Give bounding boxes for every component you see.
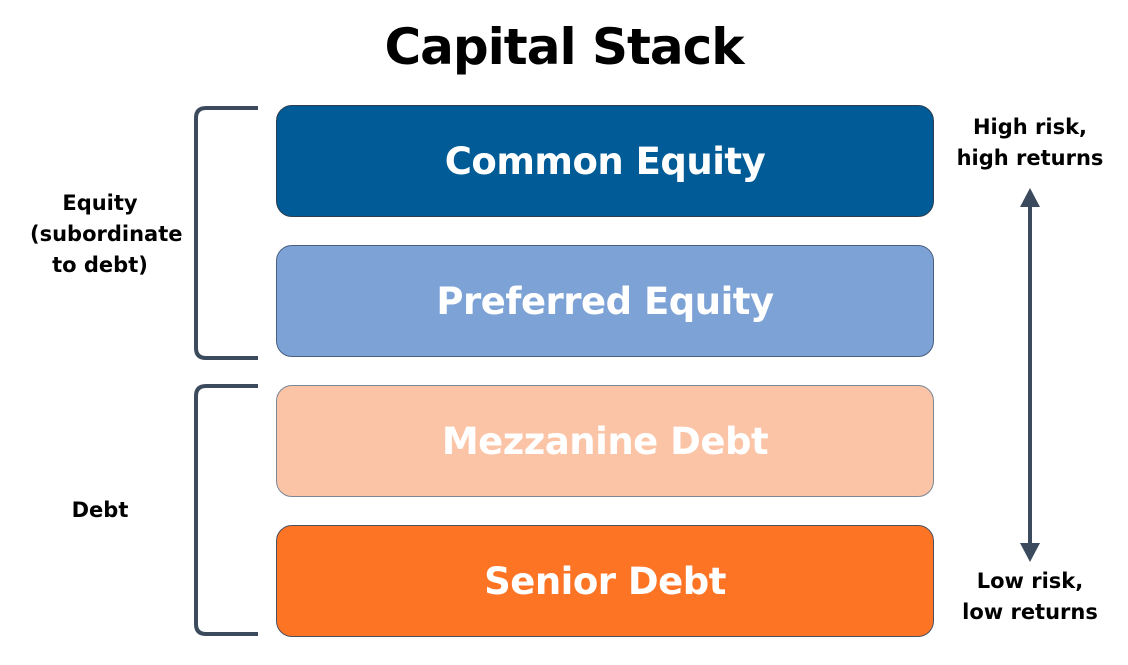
layer-label: Senior Debt (484, 559, 726, 603)
high-risk-label: High risk, high returns (945, 112, 1115, 174)
diagram-title: Capital Stack (384, 18, 744, 76)
layer-senior-debt: Senior Debt (276, 525, 934, 637)
layer-preferred-equity: Preferred Equity (276, 245, 934, 357)
high-risk-line2: high returns (956, 146, 1104, 170)
layer-label: Preferred Equity (436, 279, 774, 323)
equity-label-line1: Equity (62, 191, 138, 215)
risk-arrow-head-down (1020, 543, 1040, 562)
layer-label: Common Equity (444, 139, 766, 183)
equity-bracket (194, 106, 258, 360)
debt-group-label: Debt (71, 498, 129, 522)
low-risk-label: Low risk, low returns (945, 566, 1115, 628)
layer-label: Mezzanine Debt (441, 419, 769, 463)
layer-common-equity: Common Equity (276, 105, 934, 217)
risk-arrow-head-up (1020, 188, 1040, 207)
debt-bracket (194, 384, 258, 636)
low-risk-line1: Low risk, (976, 569, 1084, 593)
high-risk-line1: High risk, (972, 115, 1088, 139)
low-risk-line2: low returns (962, 600, 1098, 624)
equity-label-line3: to debt) (52, 253, 148, 277)
equity-group-label: Equity (subordinate to debt) (30, 188, 183, 281)
layer-mezzanine-debt: Mezzanine Debt (276, 385, 934, 497)
equity-label-line2: (subordinate (30, 222, 183, 246)
